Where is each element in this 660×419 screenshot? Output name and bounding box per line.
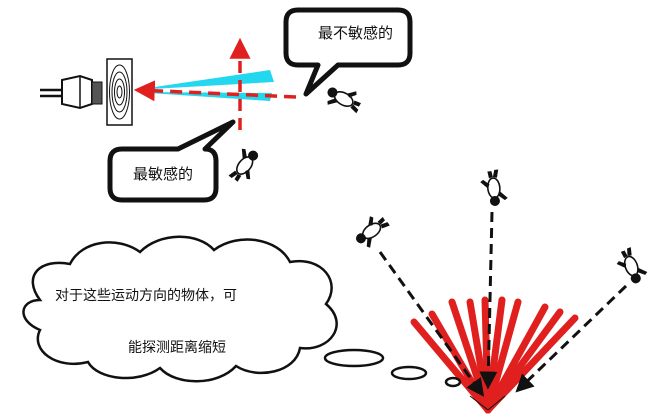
pir-sensor (40, 74, 103, 110)
callout-least-sensitive (283, 7, 413, 97)
thought-bubble-small (444, 376, 462, 388)
fresnel-lens-icon (106, 58, 133, 126)
thought-bubble-medium (390, 365, 428, 381)
thought-bubble-large (323, 348, 385, 368)
person-icon-tangential (222, 142, 268, 189)
approach-arrow-left (378, 251, 485, 397)
thought-text-line2: 能探测距离缩短 (128, 340, 226, 356)
approach-arrow-center (479, 211, 498, 390)
person-icon-radial (320, 77, 367, 121)
label-most-sensitive: 最敏感的 (133, 165, 194, 183)
thought-text-line1: 对于这些运动方向的物体，可 (55, 288, 237, 304)
thought-cloud-body (22, 235, 338, 383)
callout-most-sensitive (107, 119, 236, 203)
person-icon-left (348, 209, 395, 253)
radial-direction-arrow (133, 80, 297, 102)
person-icon-center (478, 168, 510, 208)
label-least-sensitive: 最不敏感的 (318, 24, 394, 42)
sensor-apex-lines (469, 395, 506, 411)
detection-zones (410, 296, 579, 414)
person-icon-right (612, 243, 651, 289)
thought-cloud (22, 235, 462, 388)
sensor-body (61, 74, 93, 110)
approach-arrow-right (515, 284, 628, 393)
